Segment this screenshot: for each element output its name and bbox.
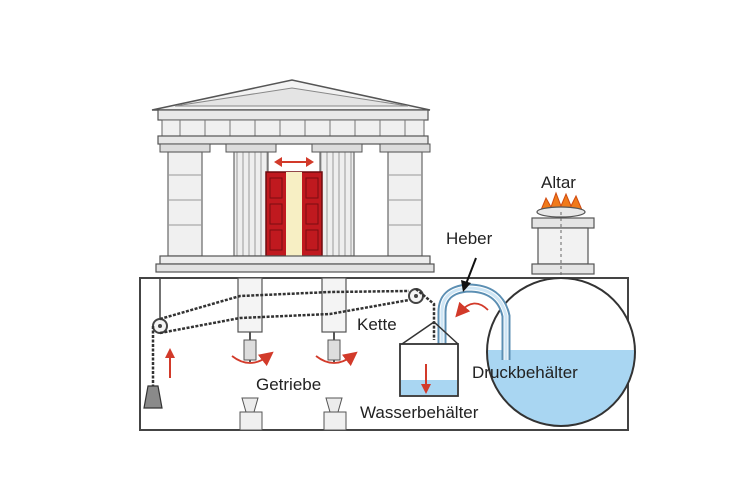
- temple: [151, 79, 435, 273]
- altar: [531, 191, 595, 350]
- temple-column: [319, 151, 355, 257]
- label-druckbehaelter: Druckbehälter: [472, 363, 578, 382]
- altar-flame: [540, 191, 583, 211]
- door-pivots: [237, 277, 347, 431]
- counterweight: [143, 385, 163, 409]
- altar-pedestal: [537, 227, 589, 265]
- chain: [151, 288, 436, 386]
- temple-doors: [265, 171, 323, 257]
- counterweight-arrow: [165, 348, 175, 378]
- label-altar: Altar: [541, 173, 576, 192]
- temple-column: [387, 151, 423, 257]
- siphon: [437, 283, 511, 360]
- label-wasserbehaelter: Wasserbehälter: [360, 403, 479, 422]
- label-getriebe: Getriebe: [256, 375, 321, 394]
- heber-pointer: [461, 257, 477, 292]
- label-heber: Heber: [446, 229, 493, 248]
- gear-rotation-arrows: [231, 351, 358, 367]
- door-opening: [286, 172, 302, 256]
- temple-column: [167, 151, 203, 257]
- temple-steps: [159, 255, 431, 265]
- temple-column: [233, 151, 269, 257]
- water-bucket: [399, 321, 459, 397]
- door-arrow: [274, 157, 314, 167]
- temple-entablature: [157, 109, 429, 121]
- label-kette: Kette: [357, 315, 397, 334]
- siphon-flow-arrow: [455, 301, 489, 318]
